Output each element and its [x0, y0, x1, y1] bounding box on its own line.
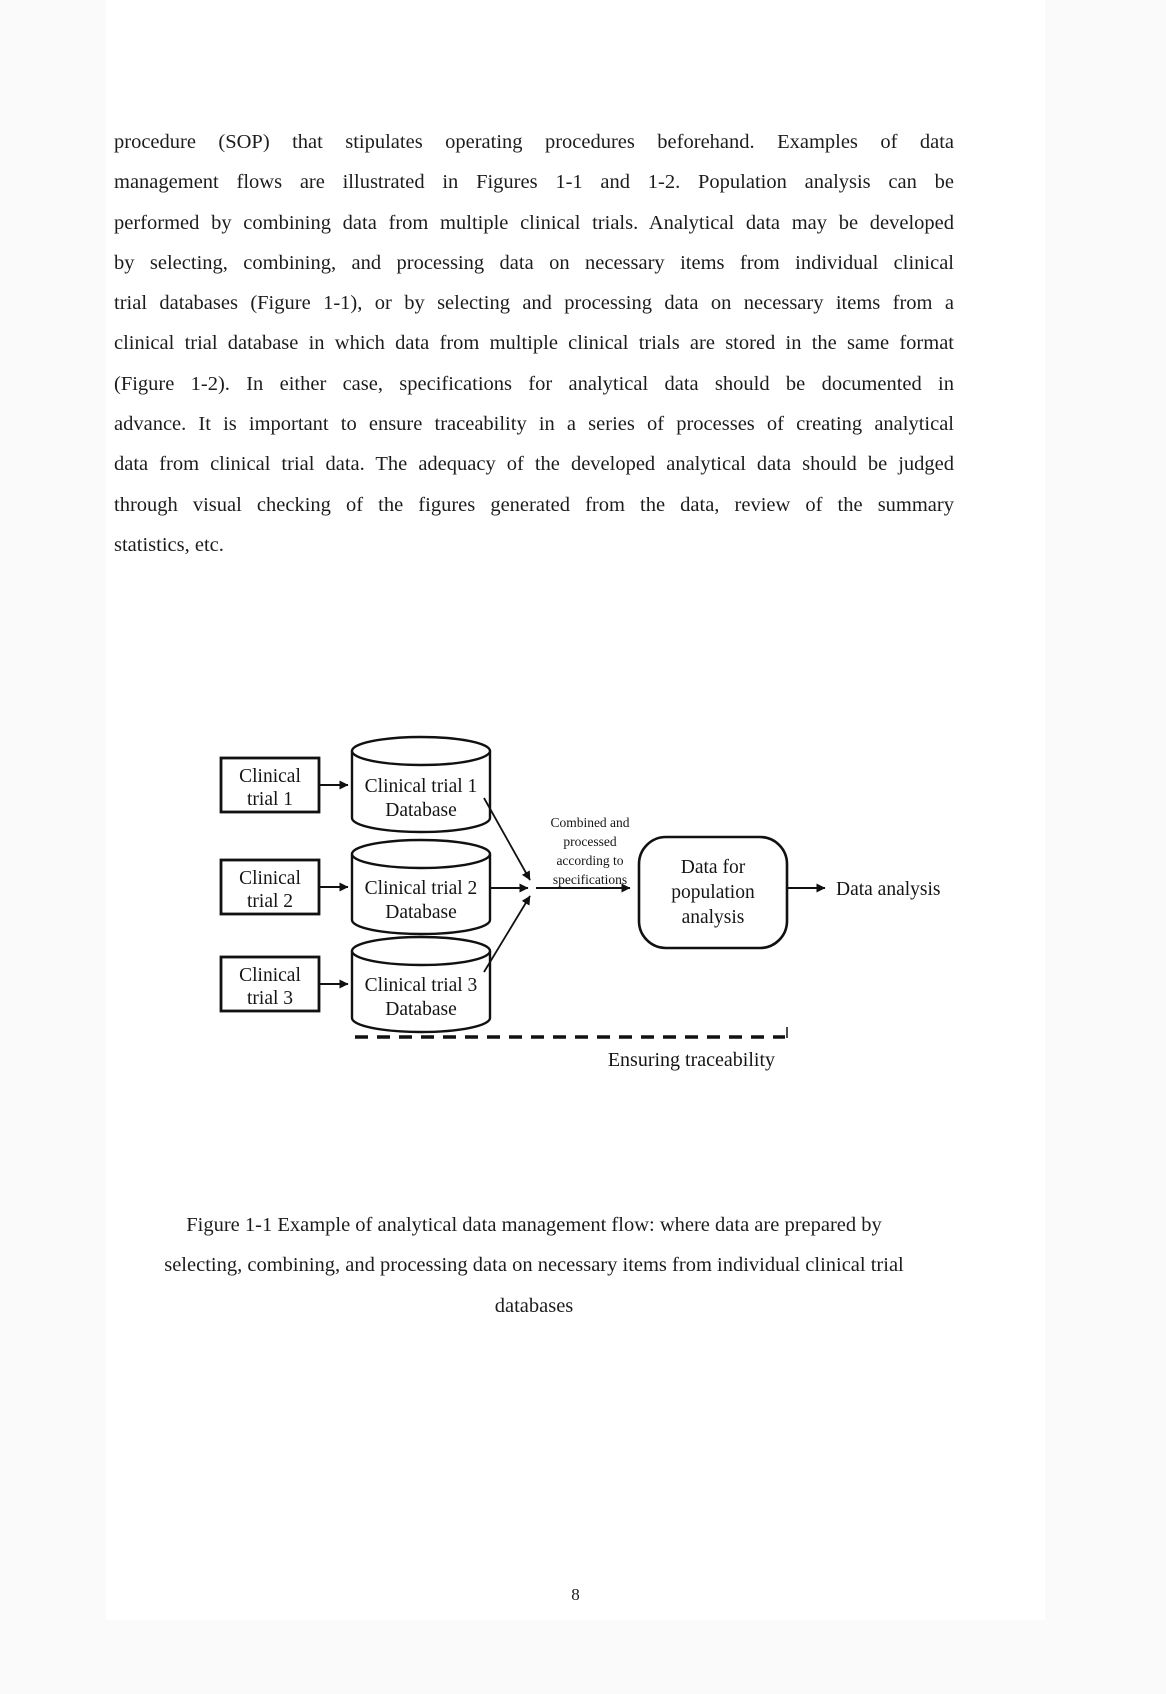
paragraph-line: through visual checking of the figures g… [114, 493, 954, 516]
data-analysis-label: Data analysis [836, 879, 941, 900]
clinical-trial-2-box: Clinical trial 2 [219, 858, 321, 916]
paragraph-line: (Figure 1-2). In either case, specificat… [114, 372, 954, 395]
process-box-label: analysis [682, 907, 745, 928]
figure-caption-line: selecting, combining, and processing dat… [164, 1254, 904, 1277]
merge-note-line: processed [563, 834, 616, 849]
merge-note-line: specifications [553, 872, 627, 887]
paragraph-line: management flows are illustrated in Figu… [114, 171, 954, 194]
db1-label: Clinical trial 1 [365, 776, 478, 797]
data-for-population-analysis-box: Data for population analysis [637, 835, 789, 950]
db3-label: Database [385, 999, 456, 1020]
paragraph-line: performed by combining data from multipl… [114, 211, 954, 234]
ensuring-traceability-label: Ensuring traceability [608, 1049, 775, 1071]
paragraph-line: clinical trial database in which data fr… [114, 332, 954, 355]
db2-label: Clinical trial 2 [365, 878, 478, 899]
clinical-trial-1-label: Clinical [239, 766, 301, 787]
paragraph-line: by selecting, combining, and processing … [114, 251, 954, 274]
clinical-trial-3-label: Clinical [239, 965, 301, 986]
clinical-trial-2-label: Clinical [239, 868, 301, 889]
clinical-trial-3-box: Clinical trial 3 [219, 955, 321, 1013]
process-box-label: Data for [681, 857, 746, 878]
clinical-trial-3-database-cylinder: Clinical trial 3 Database [350, 935, 492, 1034]
figure-caption: Figure 1-1 Example of analytical data ma… [114, 1205, 954, 1326]
paragraph-line: data from clinical trial data. The adequ… [114, 453, 954, 476]
document-page: procedure (SOP) that stipulates operatin… [106, 0, 1045, 1620]
clinical-trial-3-label: trial 3 [247, 988, 293, 1009]
merge-note-line: according to [556, 853, 623, 868]
clinical-trial-1-label: trial 1 [247, 789, 293, 810]
process-box-label: population [671, 882, 755, 903]
paragraph-line: trial databases (Figure 1-1), or by sele… [114, 292, 954, 315]
paragraph-line: procedure (SOP) that stipulates operatin… [114, 131, 954, 153]
db1-label: Database [385, 800, 456, 821]
db3-label: Clinical trial 3 [365, 975, 478, 996]
figure-caption-line: Figure 1-1 Example of analytical data ma… [186, 1214, 882, 1236]
paragraph-line: advance. It is important to ensure trace… [114, 413, 954, 436]
clinical-trial-1-database-cylinder: Clinical trial 1 Database [350, 735, 492, 834]
paragraph-line: statistics, etc. [114, 533, 224, 556]
figure-caption-line: databases [494, 1294, 574, 1317]
merge-line-from-db3 [483, 895, 531, 973]
body-paragraph: procedure (SOP) that stipulates operatin… [114, 122, 954, 565]
clinical-trial-1-box: Clinical trial 1 [219, 756, 321, 814]
clinical-trial-2-database-cylinder: Clinical trial 2 Database [350, 838, 492, 936]
clinical-trial-2-label: trial 2 [247, 891, 293, 912]
merge-line-from-db1 [483, 797, 531, 881]
merge-note: Combined and processed according to spec… [550, 815, 629, 887]
merge-note-line: Combined and [550, 815, 629, 830]
db2-label: Database [385, 902, 456, 923]
page-number: 8 [571, 1585, 580, 1604]
